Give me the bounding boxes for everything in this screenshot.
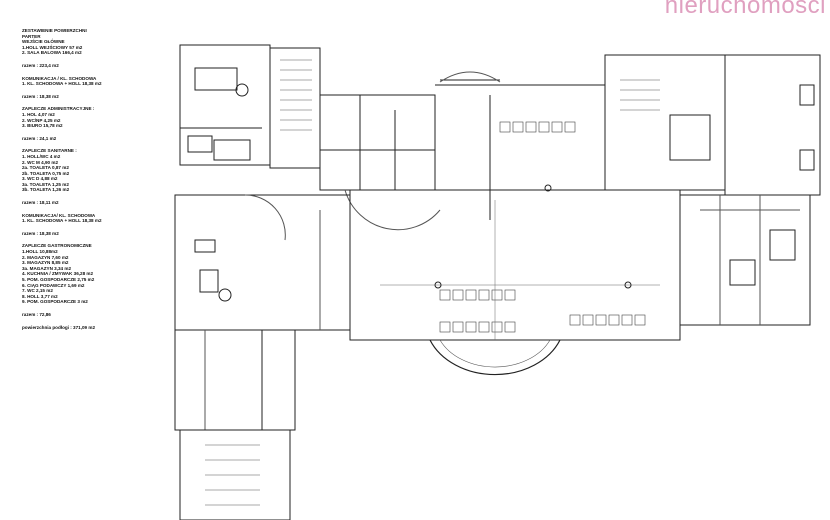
kitchen	[724, 54, 821, 196]
legend-line: 2. MAGAZYN 7,60 m2	[22, 254, 69, 260]
legend-block-admin: ZAPLECZE ADMINISTRACYJNE : 1. HOL 4,07 m…	[22, 106, 162, 128]
legend-total: razem : 18,38 m2	[22, 230, 59, 236]
entrance-arc	[439, 71, 501, 83]
legend-line: 3. WC D 4,88 m2	[22, 176, 58, 182]
legend-line: 4. KUCHNIA / ZMYWAK 36,28 m2	[22, 271, 94, 277]
desk	[194, 67, 238, 91]
legend-line: 3. BIURO 15,78 m2	[22, 123, 63, 129]
legend-block-gastro: ZAPLECZE GASTRONOMICZNE 1.HOLL 10,88m2 2…	[22, 243, 162, 305]
storage-room	[669, 114, 711, 161]
lower-stair	[179, 429, 291, 520]
legend-line: 2b. TOALETA 0,75 m2	[22, 170, 70, 176]
staircase-wall	[269, 47, 321, 169]
legend-line: 3b. TOALETA 1,26 m2	[22, 187, 70, 193]
legend-block-stairs: KOMUNIKACJA / KL. SCHODOWA 1. KL. SCHODO…	[22, 76, 162, 87]
kitchen-wing-wall	[604, 54, 726, 191]
lower-annex-wall	[174, 329, 296, 431]
legend-line: 2. WC M 4,90 m2	[22, 159, 58, 165]
stair-treads	[205, 444, 260, 506]
table-icon	[218, 288, 232, 302]
lounge-wall	[174, 194, 351, 331]
column	[434, 281, 442, 289]
legend-line: 1.HOLL 10,88m2	[22, 249, 58, 255]
ballroom-wall	[349, 189, 681, 341]
admin-wing-wall	[179, 44, 271, 166]
legend-block-entrance: ZESTAWIENIE POWIERZCHNI PARTER WEJŚCIE G…	[22, 28, 162, 56]
curved-counter	[244, 194, 286, 241]
area-summary-legend: ZESTAWIENIE POWIERZCHNI PARTER WEJŚCIE G…	[22, 28, 162, 337]
legend-line: 8. HOLL 3,77 m2	[22, 293, 58, 299]
sink-icon	[799, 84, 815, 106]
door-swing	[344, 189, 441, 231]
legend-line: 6. CIĄG PODAWCZY 1,69 m2	[22, 282, 85, 288]
legend-line: 3a. TOALETA 1,25 m2	[22, 181, 69, 187]
sofa	[199, 269, 219, 293]
sanitary-core	[319, 94, 436, 191]
legend-line: ZAPLECZE ADMINISTRACYJNE :	[22, 106, 95, 112]
legend-line: 1. HOL 4,07 m2	[22, 111, 55, 117]
legend-line: 2a. TOALETA 0,87 m2	[22, 165, 69, 171]
legend-total: razem : 18,11 m2	[22, 200, 59, 206]
legend-line: 2. WC/NP 4,25 m2	[22, 117, 61, 123]
service-area-wall	[679, 194, 811, 326]
fixture	[729, 259, 756, 286]
legend-line: 1. HOLL/WC 4 m2	[22, 153, 61, 159]
column	[544, 184, 552, 192]
legend-line: ZESTAWIENIE POWIERZCHNI	[22, 28, 87, 33]
sink-icon	[799, 149, 815, 171]
legend-line: KOMUNIKACJA / KL. SCHODOWA	[22, 75, 97, 81]
table-row-top	[499, 121, 576, 133]
legend-line: 1. KL. SCHODOWA + HOLL 18,38 m2	[22, 218, 102, 224]
chair-icon	[235, 83, 249, 97]
legend-total: razem : 24,1 m2	[22, 135, 57, 141]
legend-line: 3a. MAGAZYN 3,34 m2	[22, 265, 72, 271]
stair-treads	[620, 79, 660, 111]
legend-line: 7. WC 2,15 m2	[22, 288, 53, 294]
legend-line: 1.HOLL WEJŚCIOWY 57 m2	[22, 44, 83, 50]
legend-block-sanitary: ZAPLECZE SANITARNE : 1. HOLL/WC 4 m2 2. …	[22, 148, 162, 193]
fixture	[187, 135, 213, 153]
legend-line: 5. POM. GOSPODARCZE 2,75 m2	[22, 277, 95, 282]
legend-total: razem : 223,4 m2	[22, 62, 59, 68]
fixture	[213, 139, 251, 161]
legend-line: 3. MAGAZYN 8,85 m2	[22, 260, 69, 266]
column	[624, 281, 632, 289]
table-row-middle	[439, 289, 646, 333]
fixture	[769, 229, 796, 261]
legend-line: KOMUNIKACJA/ KL. SCHODOWA	[22, 212, 96, 218]
legend-block-stairs-2: KOMUNIKACJA/ KL. SCHODOWA 1. KL. SCHODOW…	[22, 213, 162, 224]
legend-total: razem : 72,86	[22, 311, 51, 317]
stair-treads	[280, 59, 312, 131]
legend-line: 9. POM. GOSPODARCZE 3 m2	[22, 299, 88, 305]
bay-window	[429, 339, 561, 376]
legend-line: ZAPLECZE GASTRONOMICZNE	[22, 243, 92, 249]
armchair	[194, 239, 216, 253]
legend-line: 1. KL. SCHODOWA + HOLL 18,38 m2	[22, 81, 102, 87]
legend-line: 2. SALA BALOWA 166,4 m2	[22, 50, 82, 56]
legend-total: razem : 18,38 m2	[22, 93, 59, 99]
legend-grand-total: powierzchnia podłogi : 371,09 m2	[22, 324, 96, 330]
legend-line: ZAPLECZE SANITARNE :	[22, 148, 77, 154]
watermark-logo: nieruchomosci	[664, 0, 826, 19]
legend-line: PARTER	[22, 33, 41, 39]
legend-line: WEJŚCIE GŁÓWNE	[22, 39, 65, 45]
